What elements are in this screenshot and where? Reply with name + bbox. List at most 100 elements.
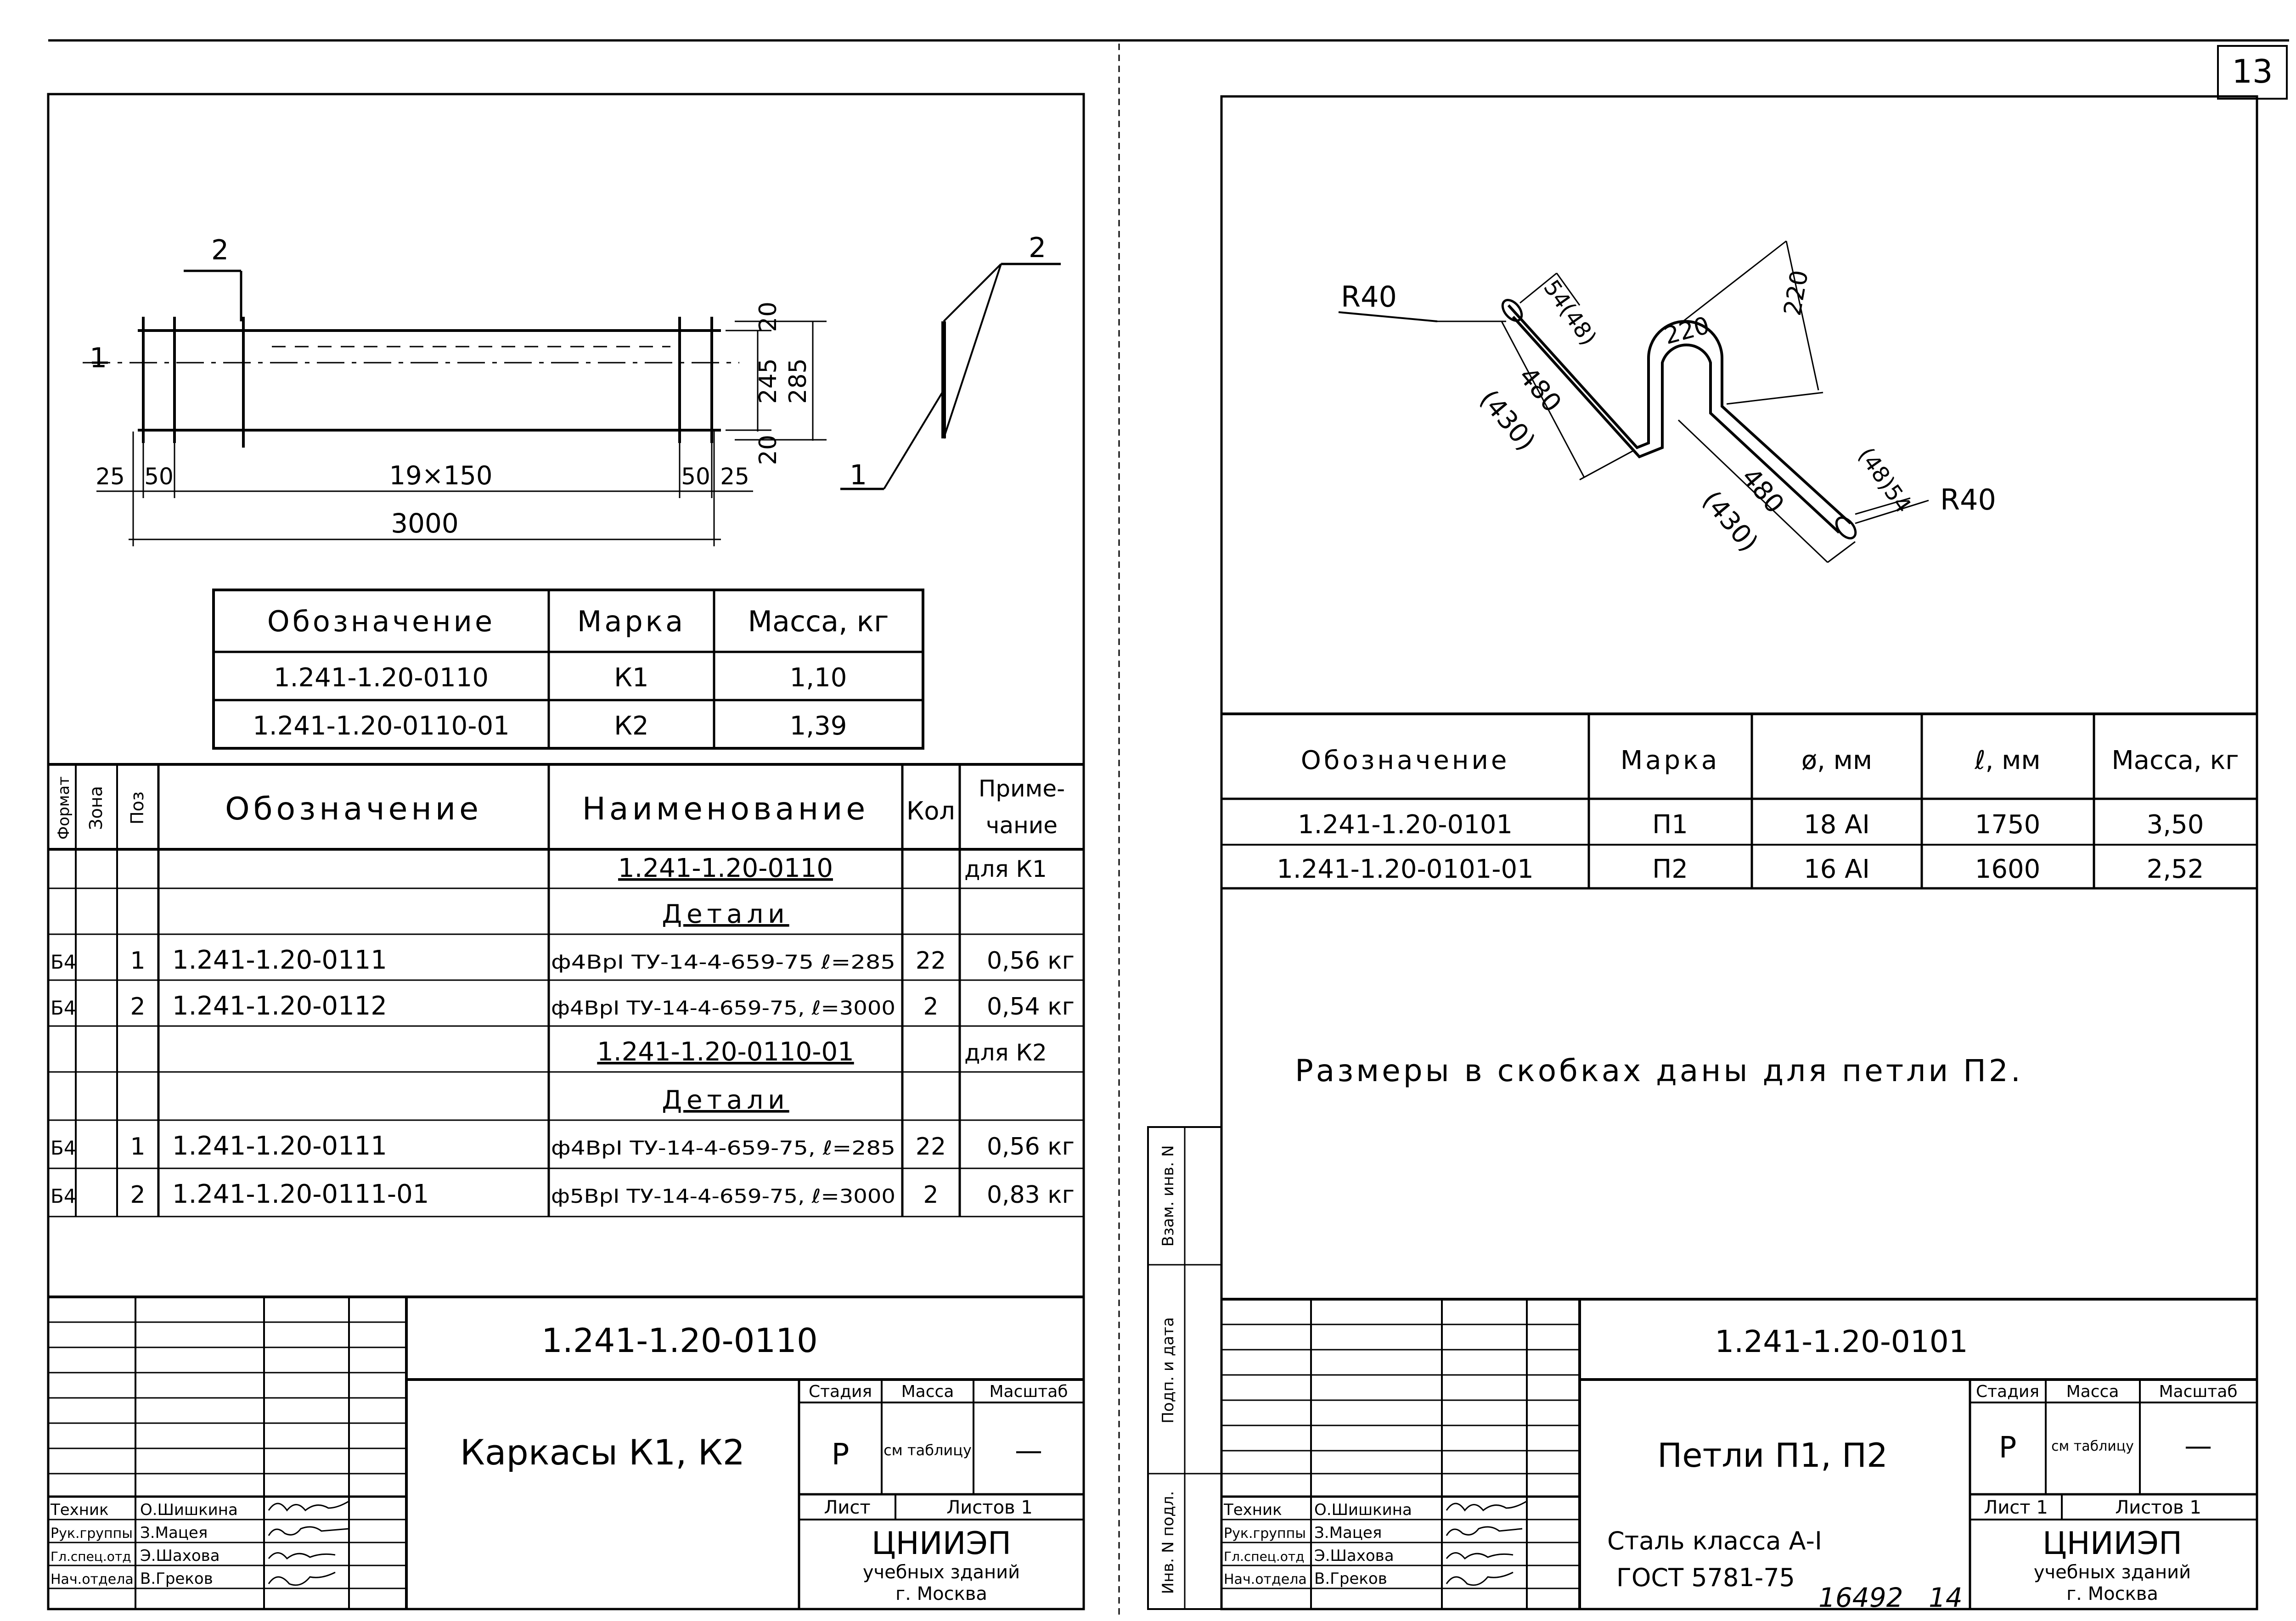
spec-header-designation: Обозначение bbox=[225, 791, 482, 827]
spec-row-name: ф4ВрI ТУ-14-4-659-75 ℓ=285 bbox=[551, 951, 895, 973]
dim-inner-height: 245 bbox=[754, 358, 782, 404]
loop-table-header: Масса, кг bbox=[2111, 746, 2239, 775]
loop-table-cell: 2,52 bbox=[2147, 854, 2204, 884]
stamp-code: 1.241-1.20-0101 bbox=[1715, 1324, 1968, 1359]
spec-row-name: ф5ВрI ТУ-14-4-659-75, ℓ=3000 bbox=[551, 1185, 895, 1207]
spec-row-designation: 1.241-1.20-0112 bbox=[172, 991, 387, 1021]
page-number: 13 bbox=[2232, 53, 2273, 90]
mass-table-cell: К1 bbox=[614, 663, 648, 693]
side-label: Инв. N подл. bbox=[1159, 1491, 1177, 1594]
mass-table-cell: К2 bbox=[614, 711, 648, 741]
signature-name: О.Шишкина bbox=[1314, 1501, 1412, 1519]
spec-row-qty: 22 bbox=[916, 1133, 946, 1161]
section-label-side-bottom: 1 bbox=[850, 459, 867, 491]
mass-table-cell: 1.241-1.20-0110 bbox=[274, 663, 489, 693]
spec-header-note-1: Приме- bbox=[979, 775, 1065, 802]
spec-row-note: 0,56 кг bbox=[987, 1133, 1075, 1161]
left-sheet: 2 1 20 245 20 285 25 50 19×150 bbox=[47, 93, 1085, 1610]
spec-row-note: для К1 bbox=[964, 856, 1047, 882]
side-label: Взам. инв. N bbox=[1159, 1145, 1177, 1247]
stamp-stage-label: Стадия bbox=[1976, 1382, 2039, 1401]
stamp-mass: см таблицу bbox=[884, 1442, 972, 1459]
handwritten-signatures bbox=[268, 1500, 349, 1586]
stamp-sheets-label: Листов 1 bbox=[2115, 1497, 2201, 1518]
dim-leg-bottom: 480 bbox=[1735, 462, 1790, 519]
stamp-mass: см таблицу bbox=[2051, 1438, 2134, 1454]
stamp-material-1: Сталь класса А-I bbox=[1607, 1526, 1822, 1555]
spec-row-designation: 1.241-1.20-0111 bbox=[172, 1131, 387, 1161]
loop-table: Обозначение Марка ø, мм ℓ, мм Масса, кг … bbox=[1221, 712, 2257, 890]
spec-row-qty: 22 bbox=[916, 947, 946, 975]
stamp-sheet-label: Лист bbox=[824, 1497, 870, 1518]
mass-table: Обозначение Марка Масса, кг 1.241-1.20-0… bbox=[212, 589, 924, 750]
spec-row-heading: 1.241-1.20-0110 bbox=[618, 853, 833, 883]
spec-row-pos: 2 bbox=[130, 1181, 145, 1209]
dim-overall-length: 3000 bbox=[391, 508, 459, 539]
dim-overall-height: 285 bbox=[784, 358, 812, 404]
stamp-title: Каркасы К1, К2 bbox=[460, 1432, 745, 1473]
signature-name: В.Греков bbox=[1314, 1570, 1387, 1588]
section-label-side-top: 2 bbox=[1029, 232, 1046, 264]
loop-table-cell: 1.241-1.20-0101-01 bbox=[1277, 854, 1533, 884]
spec-row-name: ф4ВрI ТУ-14-4-659-75, ℓ=285 bbox=[551, 1137, 895, 1159]
stamp-title: Петли П1, П2 bbox=[1657, 1436, 1888, 1475]
mass-table-cell: 1,10 bbox=[790, 663, 847, 693]
dim-radius-bottom: R40 bbox=[1940, 483, 1996, 516]
loop-table-cell: 1750 bbox=[1975, 810, 2041, 840]
frame-drawing: 2 1 20 245 20 285 25 50 19×150 bbox=[83, 232, 1061, 546]
loop-table-header: Обозначение bbox=[1301, 746, 1510, 775]
spec-row-pos: 1 bbox=[130, 1133, 145, 1161]
loop-table-cell: 18 АI bbox=[1804, 810, 1870, 840]
mass-table-header-mark: Марка bbox=[577, 605, 686, 638]
spec-header-qty: Кол bbox=[906, 796, 955, 825]
stamp-stage: Р bbox=[832, 1438, 850, 1472]
signature-role: Нач.отдела bbox=[51, 1571, 134, 1587]
title-block-right: 1.241-1.20-0101 Петли П1, П2 Сталь класс… bbox=[1221, 1298, 2258, 1610]
stamp-org-line2: г. Москва bbox=[895, 1583, 987, 1604]
loop-table-header: Марка bbox=[1621, 746, 1720, 775]
spec-row-heading: 1.241-1.20-0110-01 bbox=[597, 1037, 854, 1067]
loop-table-header: ø, мм bbox=[1801, 746, 1872, 775]
signature-role: Нач.отдела bbox=[1224, 1571, 1307, 1587]
spec-header-zone: Зона bbox=[86, 786, 106, 830]
global-frame: 13 16492 14 bbox=[48, 39, 2289, 1616]
stamp-org-line1: учебных зданий bbox=[863, 1562, 1020, 1583]
dim-arc-height: 220 bbox=[1779, 268, 1814, 318]
signature-role: Техник bbox=[1223, 1501, 1282, 1519]
dim-bottom-gap: 20 bbox=[754, 435, 782, 465]
spec-row-format: Б4 bbox=[51, 997, 76, 1019]
spec-row-pos: 1 bbox=[130, 947, 145, 975]
dim-end-right: 25 bbox=[720, 463, 749, 490]
stamp-sheets-label: Листов 1 bbox=[946, 1497, 1033, 1518]
dim-spacing-left: 50 bbox=[144, 463, 174, 490]
handwritten-signatures bbox=[1446, 1500, 1527, 1586]
spec-row-note: 0,56 кг bbox=[987, 947, 1075, 975]
loop-table-cell: 16 АI bbox=[1804, 854, 1870, 884]
loop-table-cell: 3,50 bbox=[2147, 810, 2204, 840]
stamp-mass-label: Масса bbox=[2066, 1382, 2119, 1401]
stamp-material-2: ГОСТ 5781-75 bbox=[1616, 1563, 1795, 1592]
spec-row-heading: Детали bbox=[662, 899, 789, 929]
dim-hook-bottom: (48)54 bbox=[1853, 443, 1916, 518]
dim-top-gap: 20 bbox=[754, 302, 782, 332]
loop-table-cell: П1 bbox=[1652, 810, 1688, 840]
signature-role: Рук.группы bbox=[51, 1526, 133, 1542]
stamp-scale-label: Масштаб bbox=[989, 1382, 1068, 1401]
spec-row-designation: 1.241-1.20-0111 bbox=[172, 945, 387, 975]
spec-row-qty: 2 bbox=[923, 1181, 938, 1209]
mass-table-cell: 1.241-1.20-0110-01 bbox=[253, 711, 509, 741]
section-label-top: 2 bbox=[211, 234, 229, 266]
dim-middle: 19×150 bbox=[389, 461, 492, 491]
stamp-scale: — bbox=[1015, 1435, 1042, 1467]
mass-table-header-designation: Обозначение bbox=[267, 605, 495, 638]
spec-row-note: 0,54 кг bbox=[987, 993, 1075, 1021]
spec-row-note: 0,83 кг bbox=[987, 1181, 1075, 1209]
loop-table-cell: 1.241-1.20-0101 bbox=[1298, 810, 1513, 840]
signature-name: Э.Шахова bbox=[1314, 1547, 1394, 1565]
loop-table-cell: 1600 bbox=[1975, 854, 2041, 884]
spec-header-note-2: чание bbox=[986, 812, 1058, 839]
spec-row-format: Б4 bbox=[51, 1185, 76, 1207]
stamp-mass-label: Масса bbox=[901, 1382, 954, 1401]
signature-role: Рук.группы bbox=[1224, 1526, 1306, 1542]
stamp-org-line1: учебных зданий bbox=[2034, 1562, 2191, 1583]
